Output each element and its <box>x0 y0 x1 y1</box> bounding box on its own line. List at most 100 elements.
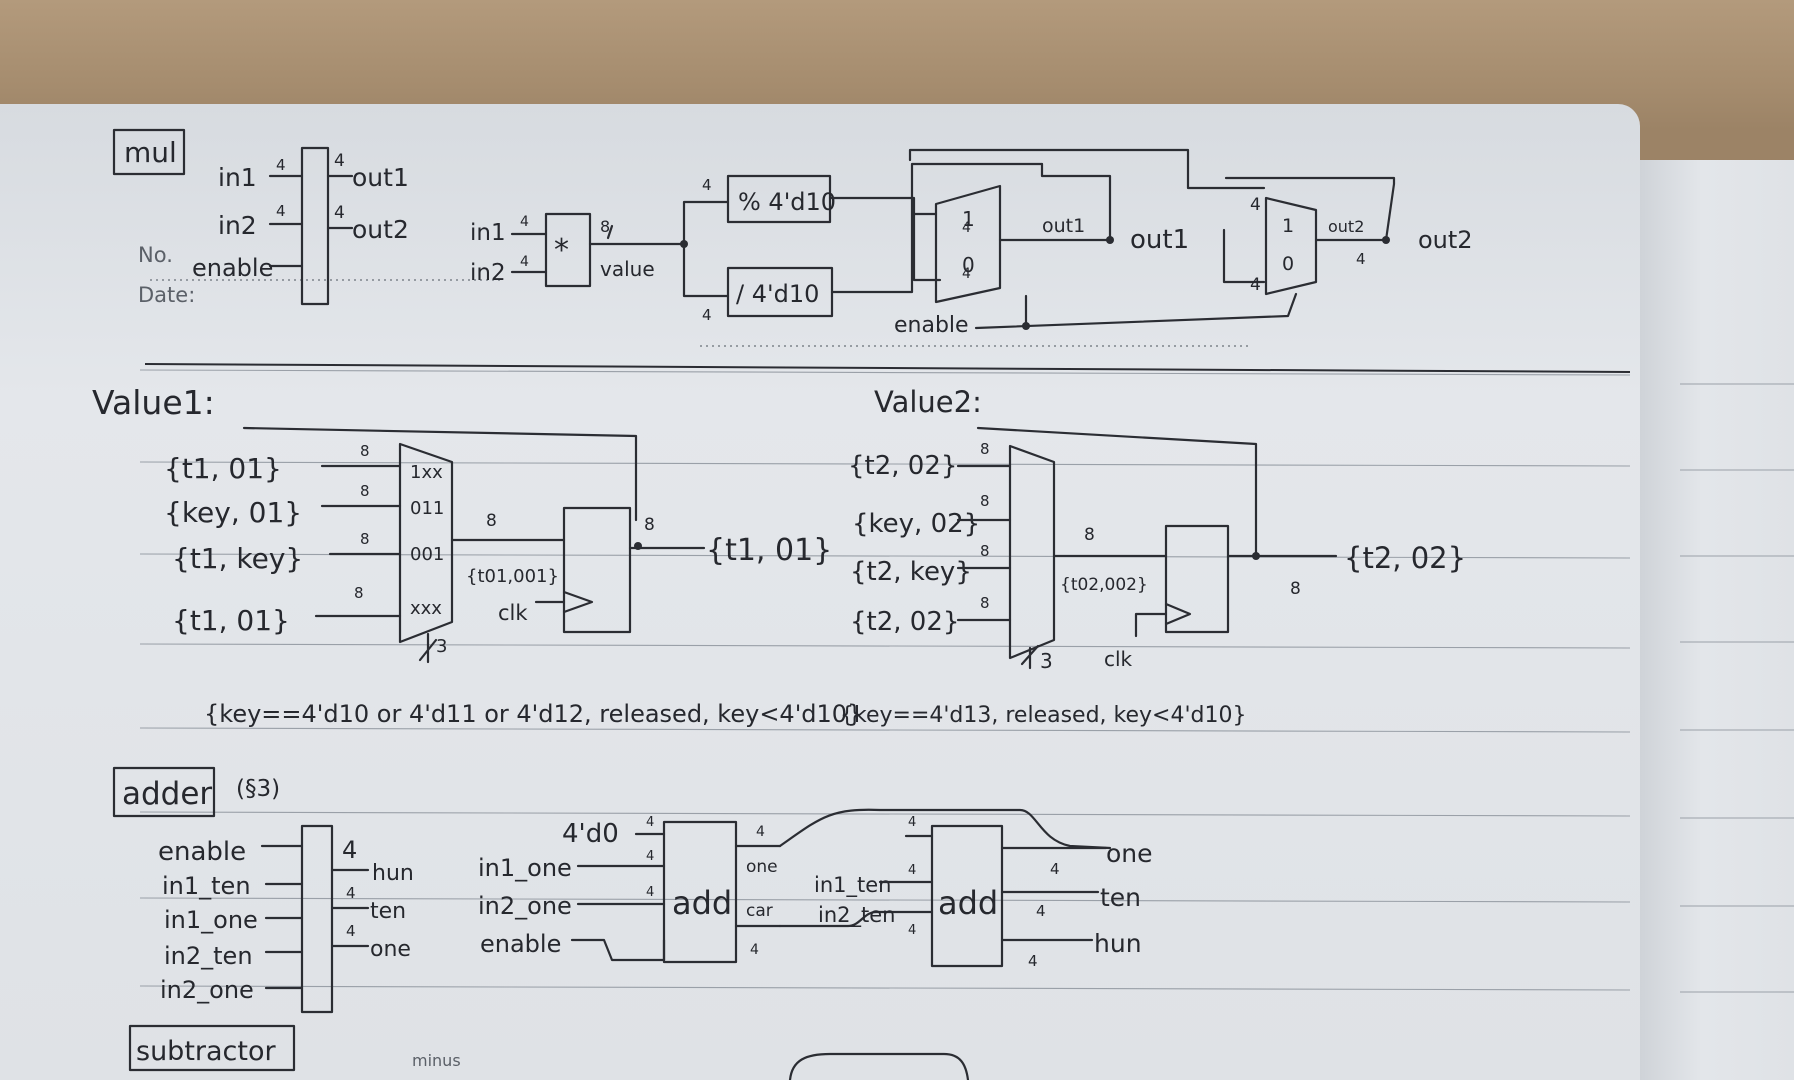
subtractor-title: subtractor <box>136 1036 277 1067</box>
mul-block-w-out2: 4 <box>334 203 345 223</box>
mul-circuit-w-value: 8 <box>600 217 610 236</box>
mul-title: mul <box>124 136 177 169</box>
adder-in2-one: in2_one <box>478 892 572 920</box>
value2-condition: {key==4'd13, released, key<4'd10} <box>840 703 1246 728</box>
value2-sel-width: 3 <box>1040 649 1053 673</box>
adder-out-ten: ten <box>1100 883 1141 912</box>
value1-clk: clk <box>498 601 528 625</box>
value2-width-2: 8 <box>980 542 990 560</box>
value1-input-1: {key, 01} <box>164 496 302 529</box>
value2-section: Value2: {t2, 02} {key, 02} {t2, key} {t2… <box>840 385 1466 728</box>
div-op: / 4'd10 <box>736 280 819 308</box>
adder-note: (§3) <box>236 776 280 802</box>
mul-out2: out2 <box>1418 226 1473 254</box>
value1-input-3: {t1, 01} <box>172 604 290 637</box>
adder-in2-ten: in2_ten <box>818 903 895 928</box>
value1-width-1: 8 <box>360 482 370 500</box>
mul-block-w-out1: 4 <box>334 151 345 171</box>
mul-block <box>300 146 330 306</box>
ruled-lines <box>139 279 1794 993</box>
value2-register <box>1164 524 1230 634</box>
adder-w-out-one: 4 <box>1050 860 1060 878</box>
value1-code-2: 001 <box>410 544 444 565</box>
adder-in1-one: in1_one <box>478 854 572 882</box>
value1-code-3: xxx <box>410 598 442 619</box>
value2-width-3: 8 <box>980 594 990 612</box>
mul-block-enable: enable <box>192 254 273 282</box>
mul-block-w-in2: 4 <box>276 202 286 220</box>
adder2-label: add <box>938 884 998 922</box>
adder-w-car: 4 <box>750 942 759 958</box>
value2-reg-width: 8 <box>1290 579 1301 599</box>
subtractor-title-box <box>128 1024 296 1072</box>
mul-circuit-in2: in2 <box>470 260 506 286</box>
mux2-w-out: 4 <box>1356 250 1366 268</box>
adder-block-w-ten: 4 <box>346 884 356 902</box>
adder-enable: enable <box>480 930 561 958</box>
adder-out-one: one <box>1106 839 1153 868</box>
adder-const: 4'd0 <box>562 819 619 849</box>
adder-w-out-ten: 4 <box>1036 902 1046 920</box>
adder-block <box>300 824 334 1014</box>
mux1-zero: 0 <box>962 253 975 277</box>
value1-reg-width: 8 <box>644 515 655 535</box>
mux2-zero: 0 <box>1282 253 1294 275</box>
adder-in1-ten: in1_ten <box>814 873 891 898</box>
adder-section: adder (§3) enable in1_ten in1_one in2_te… <box>112 766 1153 1014</box>
mul-out1: out1 <box>1130 225 1189 255</box>
adder-w-in1: 4 <box>646 849 654 864</box>
adder-car-wire: car <box>746 901 773 921</box>
mul-section: mul in1 in2 enable 4 4 4 4 out1 out2 No.… <box>112 128 1473 338</box>
subtractor-minus: minus <box>412 1051 461 1070</box>
adder-block-w-one: 4 <box>346 922 356 940</box>
value1-width-3: 8 <box>354 584 364 602</box>
mux2-out-wire: out2 <box>1328 217 1364 236</box>
multiplier-symbol: * <box>554 233 569 268</box>
value2-input-3: {t2, 02} <box>850 607 959 637</box>
adder-block-in-1: in1_ten <box>162 872 251 900</box>
value1-code-0: 1xx <box>410 462 443 483</box>
adder1-box <box>662 820 738 964</box>
adder-out-hun: hun <box>1094 929 1142 958</box>
mul-circuit-in1: in1 <box>470 220 506 246</box>
value1-condition: {key==4'd10 or 4'd11 or 4'd12, released,… <box>204 700 862 728</box>
mul-circuit-w-div: 4 <box>702 306 712 324</box>
mul-block-in2: in2 <box>218 211 257 240</box>
adder-w-in2: 4 <box>646 885 654 900</box>
adder2-w-bot: 4 <box>908 923 916 938</box>
mul-title-box <box>112 128 186 176</box>
mux2 <box>1264 196 1318 296</box>
value1-input-0: {t1, 01} <box>164 452 282 485</box>
adder-block-out-hun: hun <box>372 861 414 886</box>
adder-w-const: 4 <box>646 815 654 830</box>
mux1-one: 1 <box>962 207 975 231</box>
adder-block-out-one: one <box>370 937 411 962</box>
adder-w-one: 4 <box>756 824 765 840</box>
value1-section: Value1: {t1, 01} {key, 01} {t1, key} {t1… <box>92 383 862 728</box>
adder-block-in-0: enable <box>158 837 246 867</box>
adder-block-in-3: in2_ten <box>164 942 253 970</box>
mul-block-out2: out2 <box>352 215 409 244</box>
adder2-w-mid: 4 <box>908 863 916 878</box>
value1-mux <box>398 442 454 644</box>
value2-input-1: {key, 02} <box>852 509 980 539</box>
subtractor-section: subtractor minus <box>128 1024 970 1080</box>
adder1-label: add <box>672 884 732 922</box>
multiplier-box <box>544 212 592 288</box>
mux1-w-bot: 4 <box>962 266 971 282</box>
value2-width-0: 8 <box>980 440 990 458</box>
value2-mux <box>1008 444 1056 660</box>
adder-one-wire: one <box>746 857 778 877</box>
value1-code-1: 011 <box>410 498 444 519</box>
mul-block-w-in1: 4 <box>276 156 286 174</box>
adder2-box <box>930 824 1004 968</box>
mux2-w-bot: 4 <box>1250 275 1261 295</box>
value1-sel-width: 3 <box>436 636 447 657</box>
value2-out-width: 8 <box>1084 525 1095 545</box>
mul-block-in1: in1 <box>218 163 257 192</box>
value2-clk: clk <box>1104 647 1133 671</box>
value1-input-2: {t1, key} <box>172 542 303 575</box>
mul-circuit-w-mod: 4 <box>702 176 712 194</box>
mux2-one: 1 <box>1282 215 1294 237</box>
